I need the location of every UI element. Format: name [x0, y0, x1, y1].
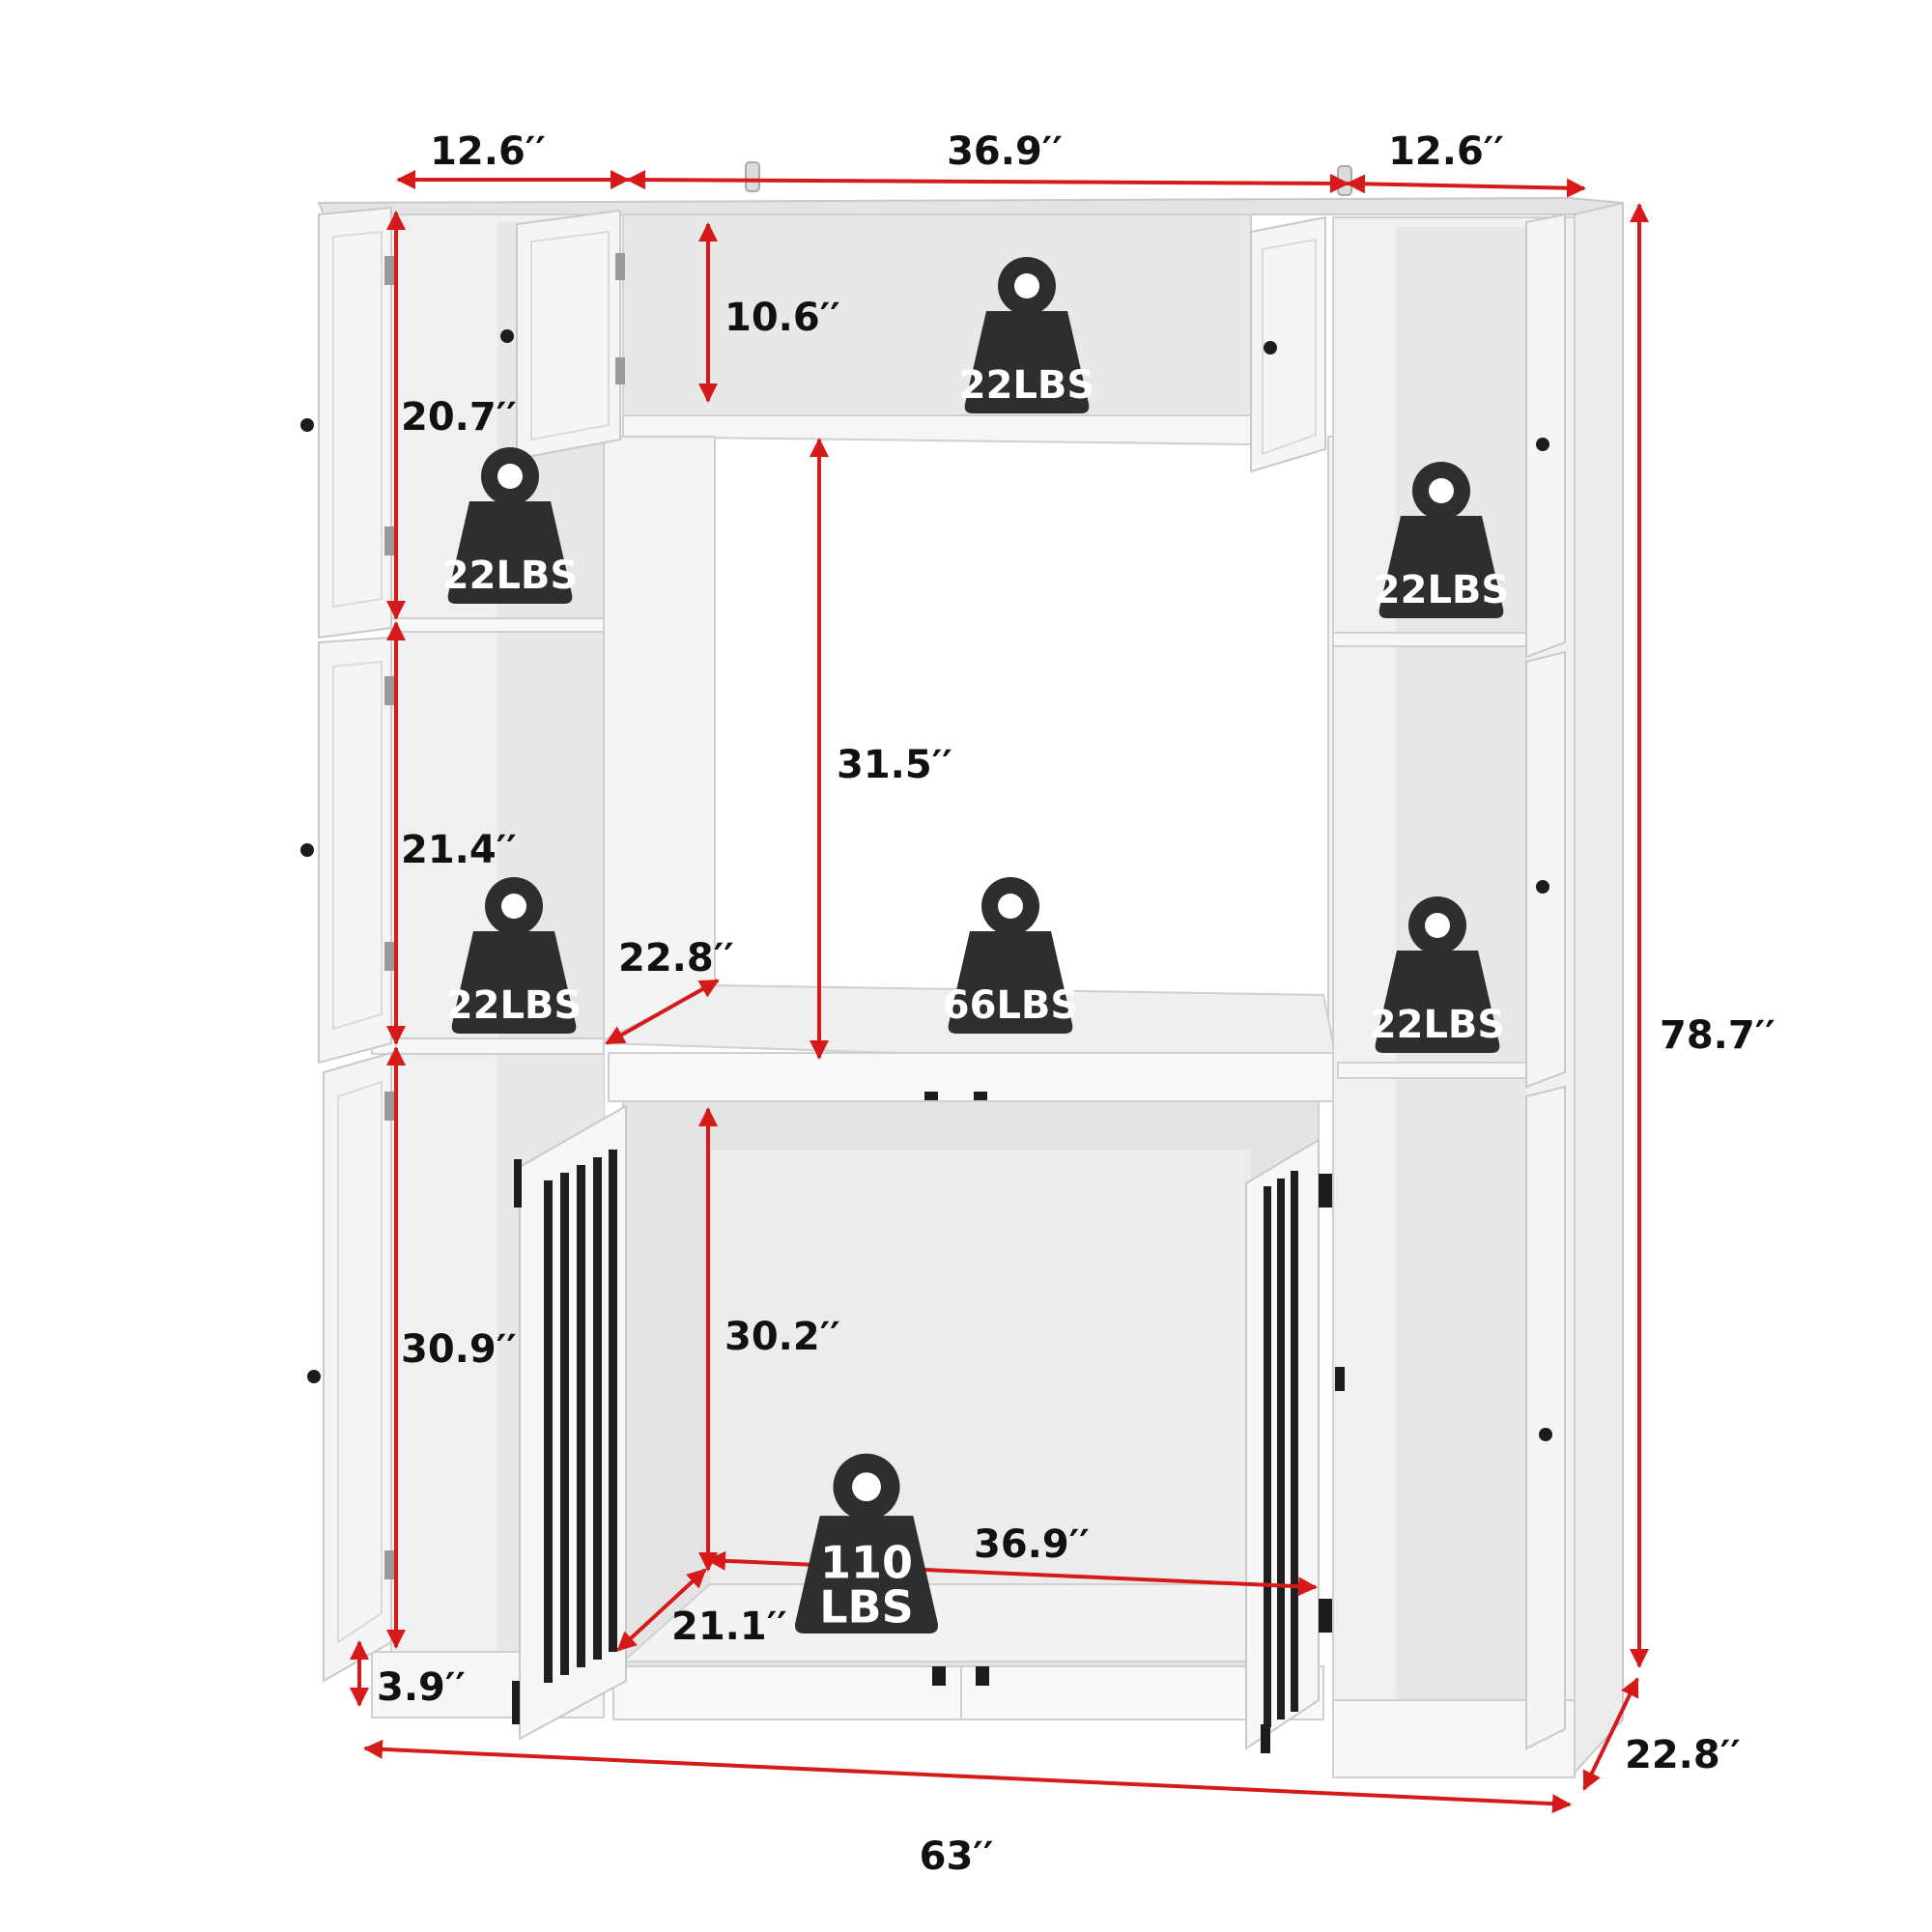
crate-left-gate-bars [544, 1150, 617, 1683]
label-crate-height: 30.2′′ [724, 1315, 840, 1359]
weight-icon: 22LBS [1370, 896, 1505, 1053]
label-shelf-depth: 22.8′′ [618, 936, 734, 980]
weight-icon: 22LBS [959, 257, 1094, 413]
crate-front-rail [612, 1665, 1324, 1720]
weight-icon: 22LBS [446, 877, 582, 1034]
label-middle-left-height: 21.4′′ [401, 828, 517, 872]
top-left-door [516, 209, 621, 461]
left-lower-knob [307, 1370, 321, 1383]
right-upper-door [1525, 213, 1566, 659]
weight-icon: 110 LBS [795, 1453, 938, 1634]
weight-icon: 66LBS [943, 877, 1078, 1034]
left-middle-knob [300, 843, 314, 857]
right-middle-door [1525, 650, 1566, 1089]
crate-latch-bottom-right [976, 1666, 989, 1686]
center-left-divider [603, 436, 716, 1041]
right-lower-knob [1539, 1428, 1552, 1441]
left-shelf-2 [371, 1037, 605, 1055]
crate-right-gate-bars [1264, 1171, 1298, 1727]
top-right-door [1250, 215, 1326, 473]
right-shelf-1 [1332, 632, 1527, 647]
label-top-shelf-height: 10.6′′ [724, 296, 840, 340]
crate-latch-bottom-left [932, 1666, 946, 1686]
left-cabinet-doors [300, 206, 394, 1683]
crate-back-wall [710, 1150, 1251, 1594]
left-middle-door [318, 636, 392, 1065]
top-right-knob [1264, 341, 1277, 355]
weight-crate-line2: LBS [819, 1581, 914, 1634]
label-overall-width: 63′′ [920, 1834, 994, 1879]
weight-upper-left: 22LBS [442, 554, 578, 598]
dimension-arrows [350, 170, 1649, 1814]
label-center-width: 36.9′′ [947, 129, 1063, 174]
weight-upper-right: 22LBS [1374, 568, 1509, 612]
weight-middle-right: 22LBS [1370, 1003, 1505, 1047]
arrow-crate-depth [616, 1568, 707, 1652]
arrow-right-width [1346, 174, 1586, 198]
label-overall-height: 78.7′′ [1660, 1013, 1776, 1058]
right-upper-knob [1536, 438, 1549, 451]
label-opening-height: 31.5′′ [837, 743, 952, 787]
label-base-height: 3.9′′ [377, 1665, 466, 1710]
label-overall-depth: 22.8′′ [1625, 1733, 1741, 1777]
top-left-knob [500, 329, 514, 343]
label-upper-left-height: 20.7′′ [401, 395, 517, 440]
label-crate-width: 36.9′′ [974, 1522, 1090, 1567]
label-left-width: 12.6′′ [430, 129, 546, 174]
arrow-overall-depth [1582, 1677, 1639, 1791]
left-shelf-1 [390, 617, 605, 633]
top-cubby [622, 213, 1252, 433]
label-lower-left-height: 30.9′′ [401, 1327, 517, 1372]
weight-icons: 22LBS 22LBS 22LBS 22LBS 66LBS 22LBS 110 … [442, 257, 1509, 1634]
weight-middle-left: 22LBS [446, 983, 582, 1028]
top-cubby-doors [500, 209, 1326, 473]
crate-top-rail [608, 1052, 1339, 1102]
weight-crate-line1: 110 [820, 1537, 913, 1589]
right-middle-knob [1536, 880, 1549, 894]
weight-top-center: 22LBS [959, 363, 1094, 408]
right-cabinet-doors [1525, 213, 1566, 1750]
weight-icon: 22LBS [442, 447, 578, 604]
label-crate-depth: 21.1′′ [671, 1605, 787, 1649]
weight-icon: 22LBS [1374, 462, 1509, 618]
right-lower-door [1525, 1085, 1566, 1750]
weight-middle-center: 66LBS [943, 983, 1078, 1028]
left-upper-door [318, 206, 392, 639]
top-board [317, 196, 1624, 215]
arrow-shelf-depth [605, 979, 720, 1045]
wall-bracket-left [745, 161, 760, 192]
arrow-center-width [626, 170, 1350, 193]
dimension-labels: 12.6′′ 36.9′′ 12.6′′ 10.6′′ 20.7′′ 21.4′… [377, 129, 1776, 1879]
arrow-overall-width [363, 1739, 1572, 1814]
right-shelf-2 [1337, 1062, 1547, 1079]
wall-bracket-right [1337, 165, 1352, 196]
top-cubby-shelf [622, 414, 1252, 446]
right-side-panel [1574, 201, 1624, 1776]
left-upper-knob [300, 418, 314, 432]
label-right-width: 12.6′′ [1388, 129, 1504, 174]
